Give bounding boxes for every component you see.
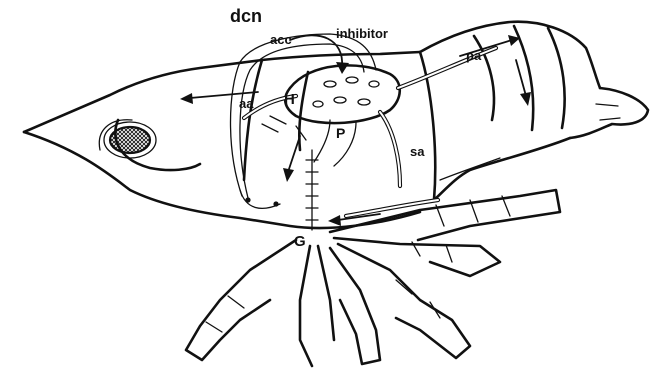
label-inhibitor: inhibitor	[336, 26, 388, 41]
label-sa: sa	[410, 144, 425, 159]
blood-vessels	[244, 48, 496, 230]
eye	[104, 122, 156, 158]
walking-legs	[186, 190, 560, 366]
label-pa: pa	[466, 48, 482, 63]
label-G: G	[294, 233, 306, 250]
label-H: H	[284, 91, 295, 108]
label-acc: acc	[270, 32, 292, 47]
label-aa: aa	[239, 96, 254, 111]
label-dcn: dcn	[230, 6, 262, 26]
label-P: P	[336, 125, 345, 141]
